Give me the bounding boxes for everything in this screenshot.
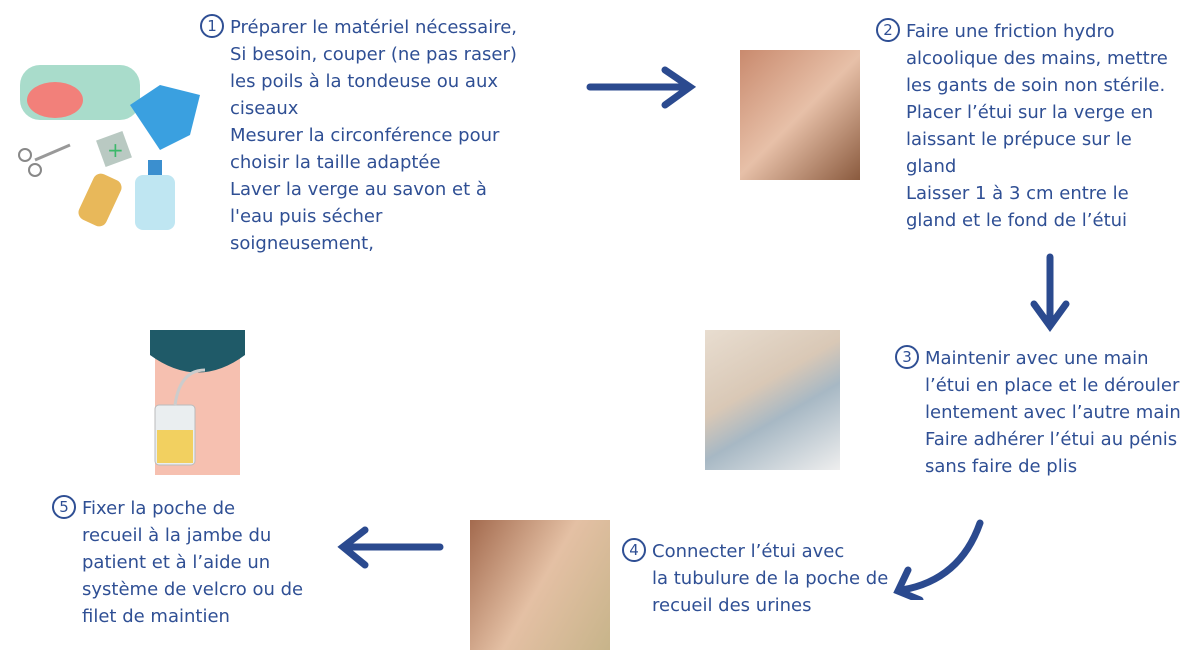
step-5-number: 5 — [52, 495, 76, 519]
svg-text:+: + — [107, 138, 124, 162]
arrow-left-icon — [337, 526, 444, 569]
step-2-photo — [740, 50, 860, 180]
arrow-curved-icon — [893, 519, 984, 600]
arrow-down-icon — [1030, 253, 1070, 332]
step-5-description: Fixer la poche de recueil à la jambe du … — [82, 498, 304, 627]
step-3-number: 3 — [895, 345, 919, 369]
step-2-description: Faire une friction hydro alcoolique des … — [906, 21, 1168, 231]
step-3-description: Maintenir avec une main l’étui en place … — [925, 348, 1181, 477]
step-4-description: Connecter l’étui avec la tubulure de la … — [652, 541, 889, 616]
step-1-description: Préparer le matériel nécessaire, Si beso… — [230, 17, 518, 254]
step-3-photo — [705, 330, 840, 470]
leg-bag-illustration — [150, 330, 245, 475]
step-4-number: 4 — [622, 538, 646, 562]
step-1-number: 1 — [200, 14, 224, 38]
step-2-number: 2 — [876, 18, 900, 42]
arrow-right-icon — [586, 66, 697, 109]
step-4-photo — [470, 520, 610, 650]
materials-illustration: + — [10, 45, 215, 240]
